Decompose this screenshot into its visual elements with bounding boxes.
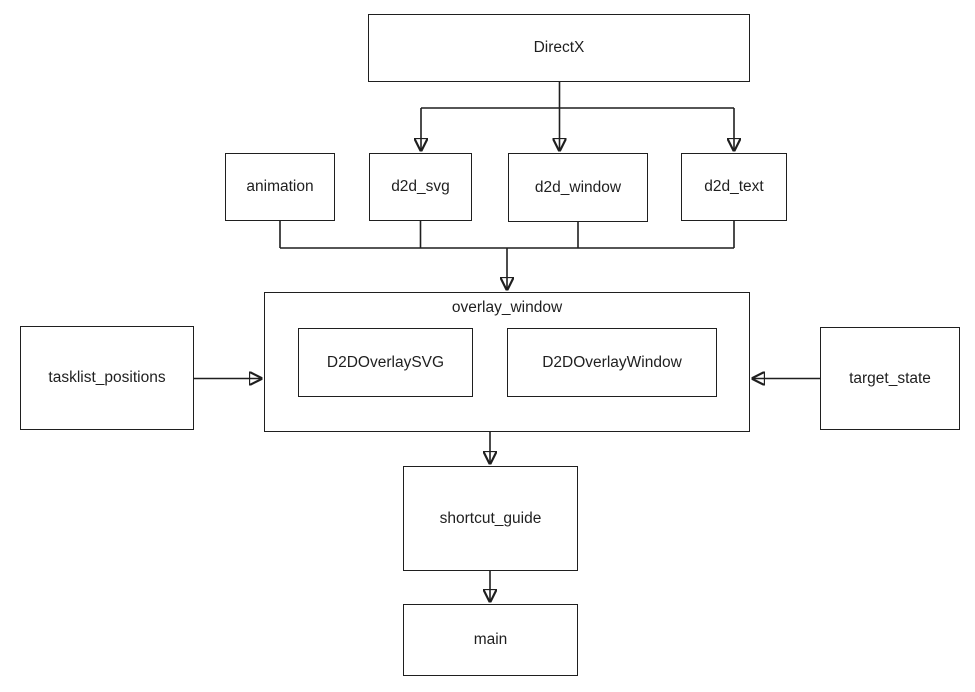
node-overlay-window-label: overlay_window [451, 299, 563, 316]
edge-merge-bus [279, 221, 735, 249]
node-target-state-label: target_state [849, 369, 931, 387]
node-directx-label: DirectX [533, 39, 585, 56]
node-d2d-overlay-svg-label: D2DOverlaySVG [326, 353, 445, 371]
node-directx: DirectX [368, 14, 750, 82]
node-animation-label: animation [246, 178, 314, 195]
node-d2d-text-label: d2d_text [704, 178, 764, 195]
node-d2d-svg: d2d_svg [369, 153, 472, 221]
edge-directx-trunk [421, 82, 734, 109]
node-d2d-text: d2d_text [681, 153, 787, 221]
node-animation: animation [225, 153, 335, 221]
node-d2d-overlay-window-label: D2DOverlayWindow [542, 353, 682, 371]
node-overlay-window: overlay_window D2DOverlaySVG D2DOverlayW… [264, 292, 750, 432]
node-tasklist-positions: tasklist_positions [20, 326, 194, 430]
node-d2d-overlay-window: D2DOverlayWindow [507, 328, 717, 397]
node-d2d-window: d2d_window [508, 153, 648, 222]
node-d2d-window-label: d2d_window [534, 178, 622, 196]
node-main: main [403, 604, 578, 676]
node-shortcut-guide-label: shortcut_guide [439, 509, 542, 527]
node-tasklist-positions-label: tasklist_positions [48, 369, 166, 386]
node-d2d-overlay-svg: D2DOverlaySVG [298, 328, 473, 397]
node-d2d-svg-label: d2d_svg [391, 178, 450, 195]
node-main-label: main [473, 631, 508, 648]
node-shortcut-guide: shortcut_guide [403, 466, 578, 571]
node-target-state: target_state [820, 327, 960, 430]
